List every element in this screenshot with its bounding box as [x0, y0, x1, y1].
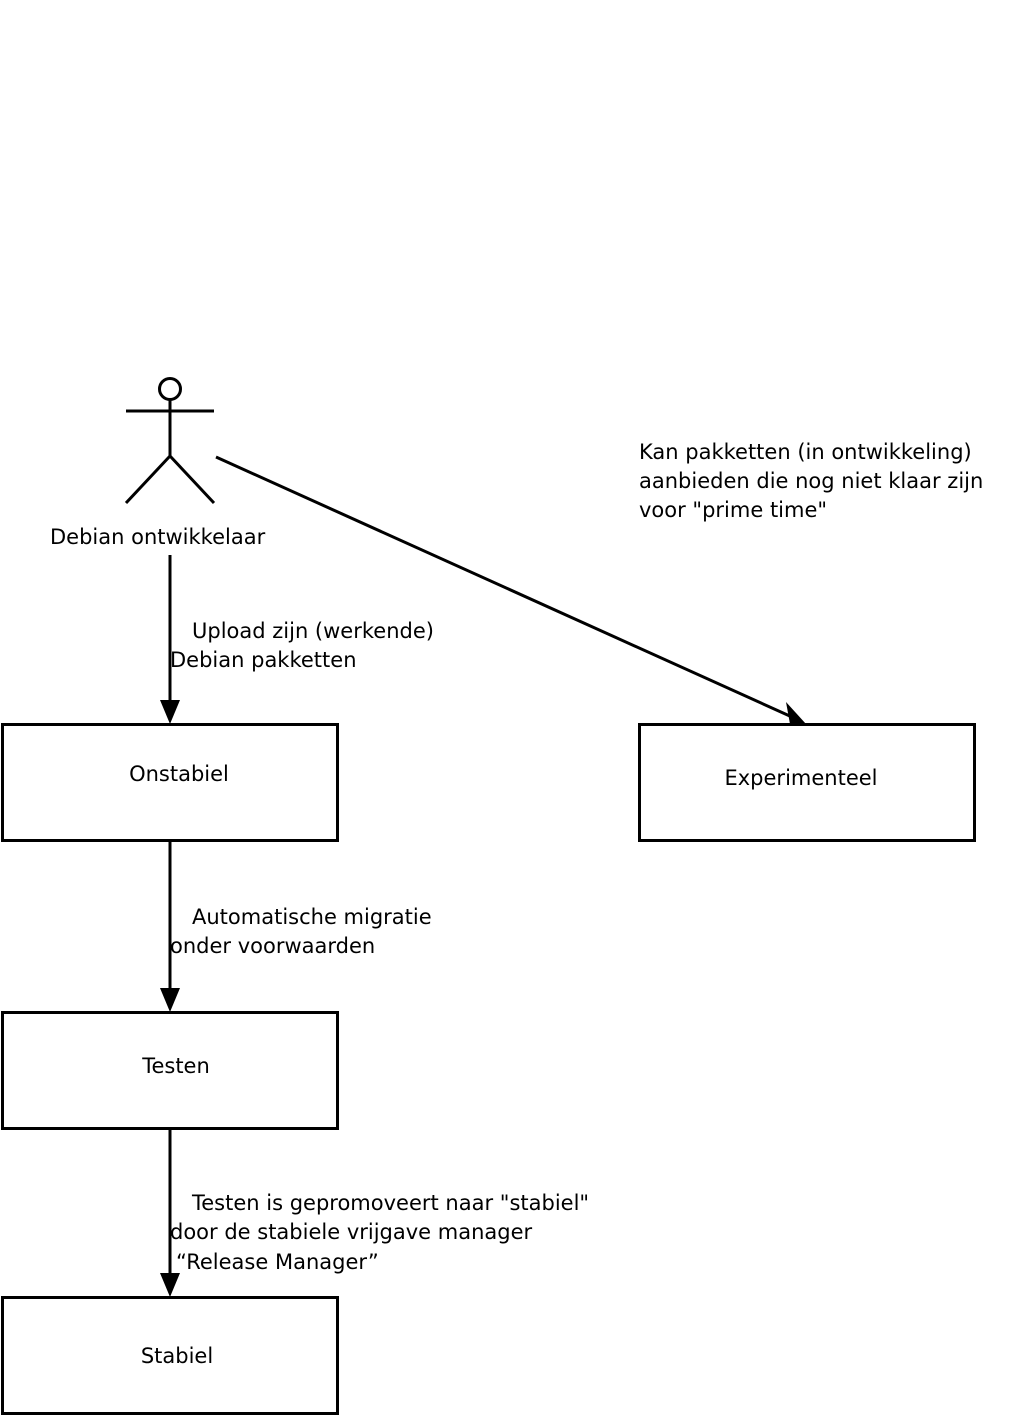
experimental-label-line3: voor "prime time" — [639, 498, 828, 522]
actor-label: Debian ontwikkelaar — [50, 525, 266, 549]
box-onstabiel-label: Onstabiel — [129, 761, 229, 786]
arrow-upload — [160, 555, 180, 724]
box-stabiel: Stabiel — [1, 1296, 339, 1415]
arrow-promotion — [160, 1129, 180, 1297]
upload-label-line2: Debian pakketten — [170, 648, 357, 672]
arrowhead — [786, 702, 806, 724]
arrow-experimental — [215, 455, 806, 724]
promotion-label-line2: door de stabiele vrijgave manager — [170, 1220, 533, 1244]
actor-head — [158, 377, 182, 401]
box-testen: Testen — [1, 1011, 339, 1130]
box-testen-label: Testen — [142, 1053, 210, 1078]
promotion-label-line3: “Release Manager” — [176, 1250, 379, 1274]
migration-label-line2: onder voorwaarden — [170, 934, 376, 958]
promotion-label-line1: Testen is gepromoveert naar "stabiel" — [192, 1191, 590, 1215]
arrowhead — [160, 700, 180, 724]
arrowhead — [160, 1273, 180, 1297]
box-experimenteel: Experimenteel — [638, 723, 976, 842]
box-experimenteel-label: Experimenteel — [724, 765, 878, 790]
experimental-label-line2: aanbieden die nog niet klaar zijn — [639, 469, 984, 493]
actor-left-leg — [124, 454, 172, 505]
box-onstabiel: Onstabiel — [1, 723, 339, 842]
experimental-label-line1: Kan pakketten (in ontwikkeling) — [639, 440, 972, 464]
actor-figure — [124, 377, 216, 505]
upload-label-line1: Upload zijn (werkende) — [192, 619, 434, 643]
arrowhead — [160, 988, 180, 1012]
actor-right-leg — [168, 454, 216, 505]
box-stabiel-label: Stabiel — [140, 1343, 214, 1368]
arrow-migration — [160, 841, 180, 1012]
migration-label-line1: Automatische migratie — [192, 905, 432, 929]
